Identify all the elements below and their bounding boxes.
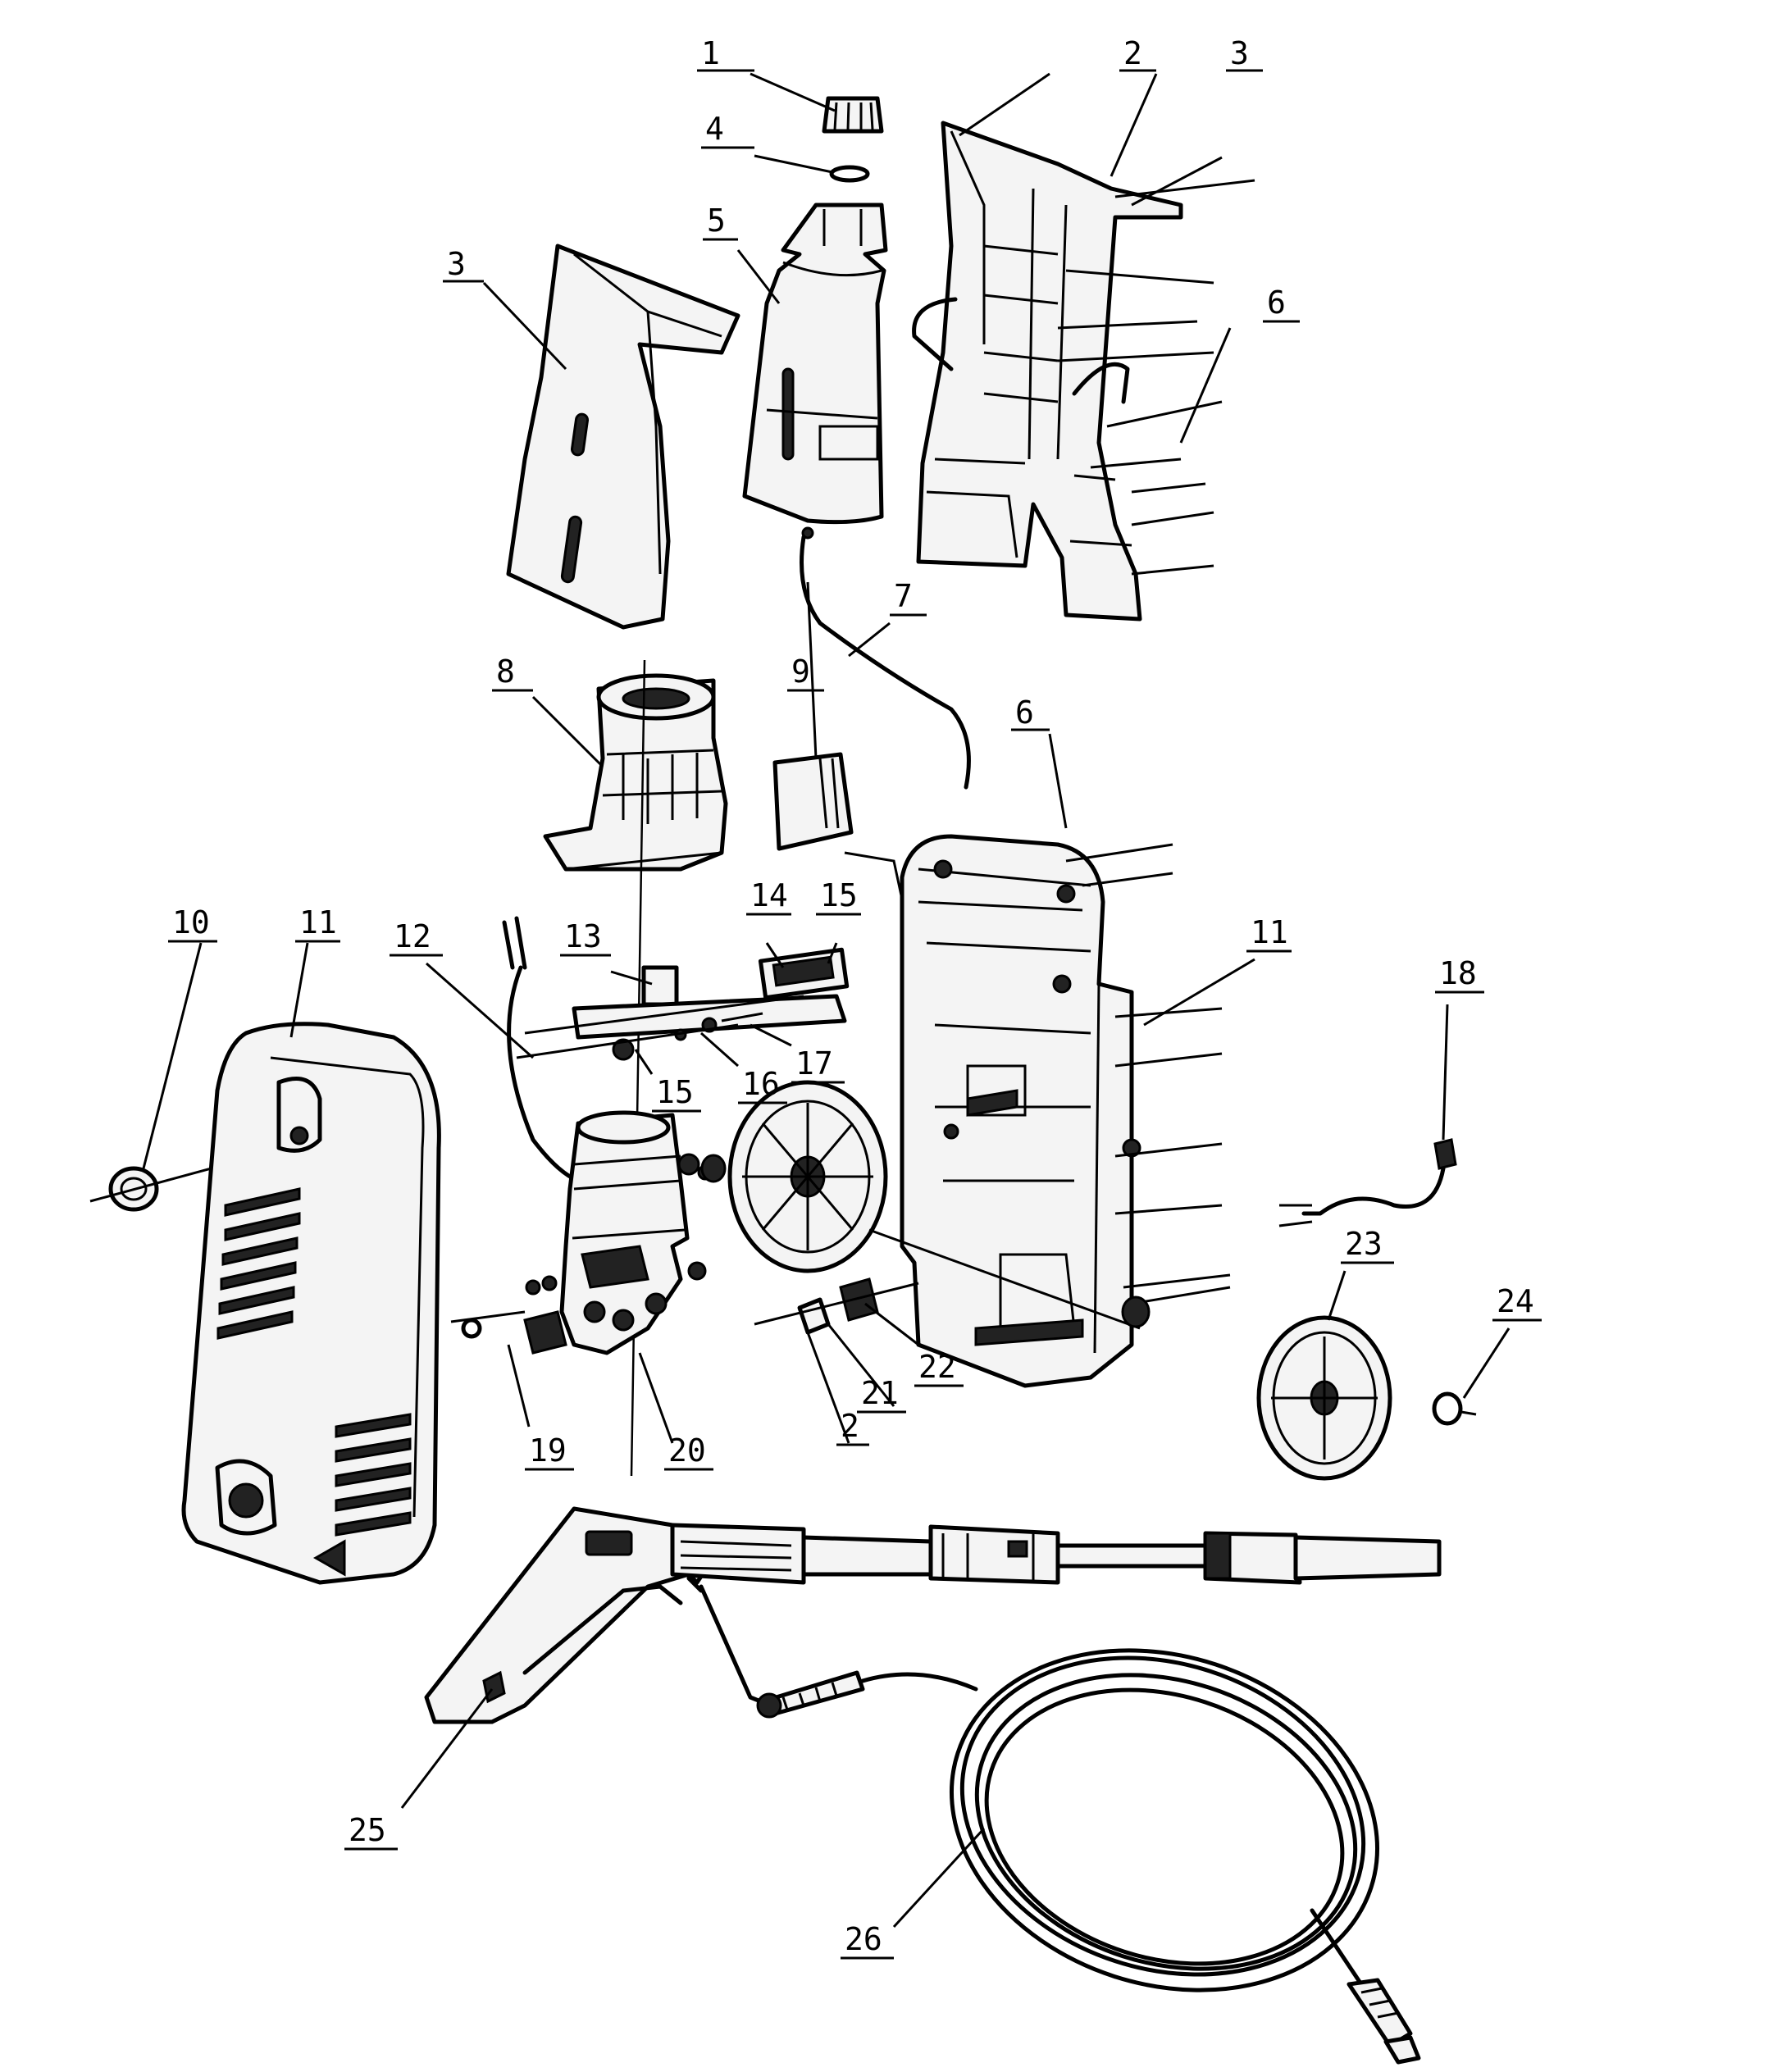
part-12-cable: [502, 916, 581, 1183]
label-11-left: 11: [299, 904, 337, 940]
label-1: 1: [701, 35, 720, 71]
label-19: 19: [529, 1432, 567, 1469]
vent-slots-upper: [216, 1187, 301, 1340]
label-11-right: 11: [1251, 914, 1288, 950]
label-17: 17: [795, 1045, 833, 1082]
part-3-left-handle-shell: [506, 244, 740, 630]
label-22: 22: [918, 1349, 956, 1385]
label-10: 10: [172, 904, 210, 940]
part-7-hose: [800, 535, 971, 790]
part-4-o-ring: [829, 165, 870, 183]
label-18: 18: [1439, 955, 1477, 991]
label-16: 16: [742, 1066, 780, 1102]
label-15-top: 15: [820, 877, 858, 913]
label-12: 12: [394, 918, 431, 954]
part-13-17-switch-assembly: [516, 947, 850, 1061]
label-23: 23: [1345, 1226, 1383, 1262]
label-4: 4: [705, 111, 724, 147]
part-11-front-cover: [181, 1022, 441, 1585]
part-23-right-wheel: [1121, 1296, 1392, 1481]
label-2-top: 2: [1123, 35, 1142, 71]
part-2-3-rear-handle-frame: [912, 121, 1255, 622]
part-5-tank: [742, 203, 888, 540]
label-3-left: 3: [447, 246, 466, 282]
label-15-bottom: 15: [656, 1074, 694, 1110]
part-11-rear-housing: [900, 834, 1231, 1388]
label-25: 25: [349, 1812, 386, 1848]
part-18-plug: [1278, 1138, 1457, 1227]
label-13: 13: [564, 918, 602, 954]
part-10-knob: [89, 1146, 288, 1212]
label-3-top: 3: [1230, 35, 1249, 71]
label-14: 14: [750, 877, 788, 913]
motor-axis: [630, 659, 646, 1477]
label-20: 20: [668, 1432, 706, 1469]
label-7: 7: [894, 578, 913, 614]
part-24-hub-cap: [1432, 1391, 1463, 1426]
label-2-bottom: 2: [841, 1408, 859, 1444]
callout-leaders: [142, 72, 1511, 1929]
label-6-top: 6: [1267, 285, 1286, 321]
part-26-hose-coil: [699, 1584, 1421, 2065]
part-25-spray-gun: [424, 1506, 1442, 1724]
vent-slots-lower: [335, 1413, 412, 1537]
label-9: 9: [791, 653, 810, 690]
label-8: 8: [496, 653, 515, 690]
label-26: 26: [845, 1921, 882, 1957]
label-6-mid: 6: [1015, 694, 1034, 731]
part-1-cap: [822, 96, 884, 134]
label-5: 5: [707, 203, 726, 239]
part-20-pump: [450, 1110, 713, 1355]
left-wheel: [700, 1080, 1141, 1330]
label-24: 24: [1497, 1283, 1534, 1319]
part-labels: 1 2 3 4 5 3 6 7 8 9 6 10 11 12 13 14 15 …: [168, 35, 1542, 1960]
part-8-motor-housing: [543, 673, 728, 872]
label-21: 21: [861, 1375, 899, 1411]
